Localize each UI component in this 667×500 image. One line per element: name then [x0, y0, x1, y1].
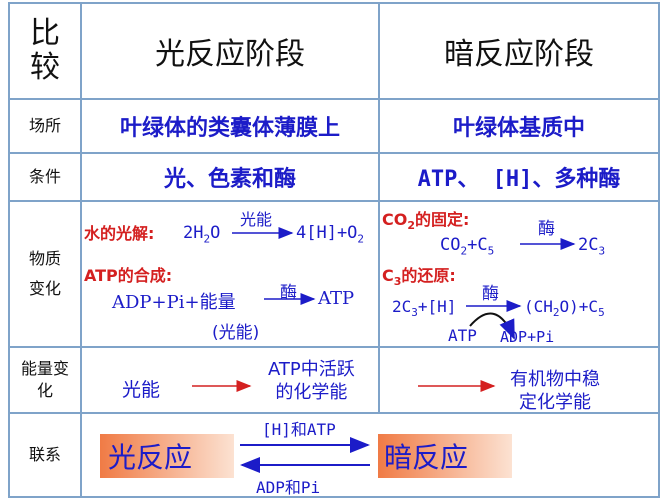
row-divider: [8, 98, 660, 100]
compare-char-1: 比: [30, 15, 60, 51]
matter-label-2: 变化: [28, 279, 61, 298]
energy-to-1: 有机物中稳: [510, 369, 600, 390]
place-label: 场所: [28, 116, 61, 136]
light-reaction-box-label: 光反应: [108, 441, 193, 474]
dark-reaction-box: [378, 434, 512, 478]
conditions-light: 光、色素和酶: [163, 167, 296, 192]
water-photolysis-title: 水的光解:: [84, 224, 155, 243]
place-dark: 叶绿体基质中: [452, 116, 585, 141]
energy-to-2: 定化学能: [519, 392, 591, 414]
energy-from: 光能: [122, 379, 161, 401]
c3-reduction-title: C3的还原:: [382, 266, 456, 289]
energy-label-2: 化: [36, 381, 53, 400]
atp-reactants: ADP+Pi+能量: [112, 292, 236, 313]
place-light: 叶绿体的类囊体薄膜上: [119, 116, 340, 141]
energy-mid: ATP中活跃 的化学能: [268, 358, 355, 405]
atp-light-note: (光能): [212, 323, 260, 343]
col-divider: [80, 2, 82, 498]
c3-red-enzyme-label: 酶: [482, 284, 499, 304]
row-divider: [8, 152, 660, 154]
energy-mid-1: ATP中活跃: [268, 359, 355, 380]
table-border-left: [8, 2, 10, 498]
light-reaction-box: [100, 434, 234, 478]
link-bottom-text: ADP和Pi: [256, 478, 321, 497]
row-divider: [8, 346, 660, 348]
energy-to: 有机物中稳 定化学能: [510, 368, 600, 415]
matter-label: 物质 变化: [10, 202, 80, 346]
conditions-dark: ATP、 [H]、多种酶: [417, 167, 621, 192]
c3-red-atp: ATP: [448, 326, 477, 345]
c3-red-products: (CH2O)+C5: [524, 297, 605, 320]
dark-reaction-box-label: 暗反应: [384, 441, 469, 474]
atp-enzyme-label: 酶: [280, 283, 297, 303]
light-stage-header: 光反应阶段: [155, 37, 305, 72]
row-divider: [8, 200, 660, 202]
table-border-top: [8, 2, 660, 4]
energy-label-1: 能量变: [20, 358, 69, 378]
co2-fix-product: 2C3: [578, 235, 606, 258]
row-divider: [8, 412, 660, 414]
link-top-text: [H]和ATP: [262, 420, 336, 439]
atp-product: ATP: [318, 288, 355, 309]
c3-red-reactants: 2C3+[H]: [392, 297, 457, 320]
dark-stage-header: 暗反应阶段: [444, 37, 594, 72]
water-product: 4[H]+O2: [296, 223, 365, 246]
energy-label: 能量变 化: [10, 348, 80, 412]
table-border-bottom: [8, 496, 660, 498]
col-divider-middle: [378, 2, 380, 412]
link-label: 联系: [28, 445, 61, 465]
compare-header: 比 较: [10, 4, 80, 98]
water-energy-label: 光能: [240, 210, 273, 229]
co2-fix-reactants: CO2+C5: [440, 235, 495, 258]
atp-synthesis-title: ATP的合成:: [84, 266, 173, 285]
table-border-right: [658, 2, 660, 498]
energy-mid-2: 的化学能: [275, 382, 348, 404]
co2-fix-enzyme-label: 酶: [538, 219, 555, 239]
compare-char-2: 较: [30, 50, 60, 85]
co2-fixation-title: CO2的固定:: [382, 210, 470, 233]
matter-label-1: 物质: [28, 248, 61, 268]
water-reactant: 2H2O: [183, 223, 221, 246]
atp-to-adp-curve-arrow: [469, 312, 515, 340]
conditions-label: 条件: [28, 167, 61, 187]
